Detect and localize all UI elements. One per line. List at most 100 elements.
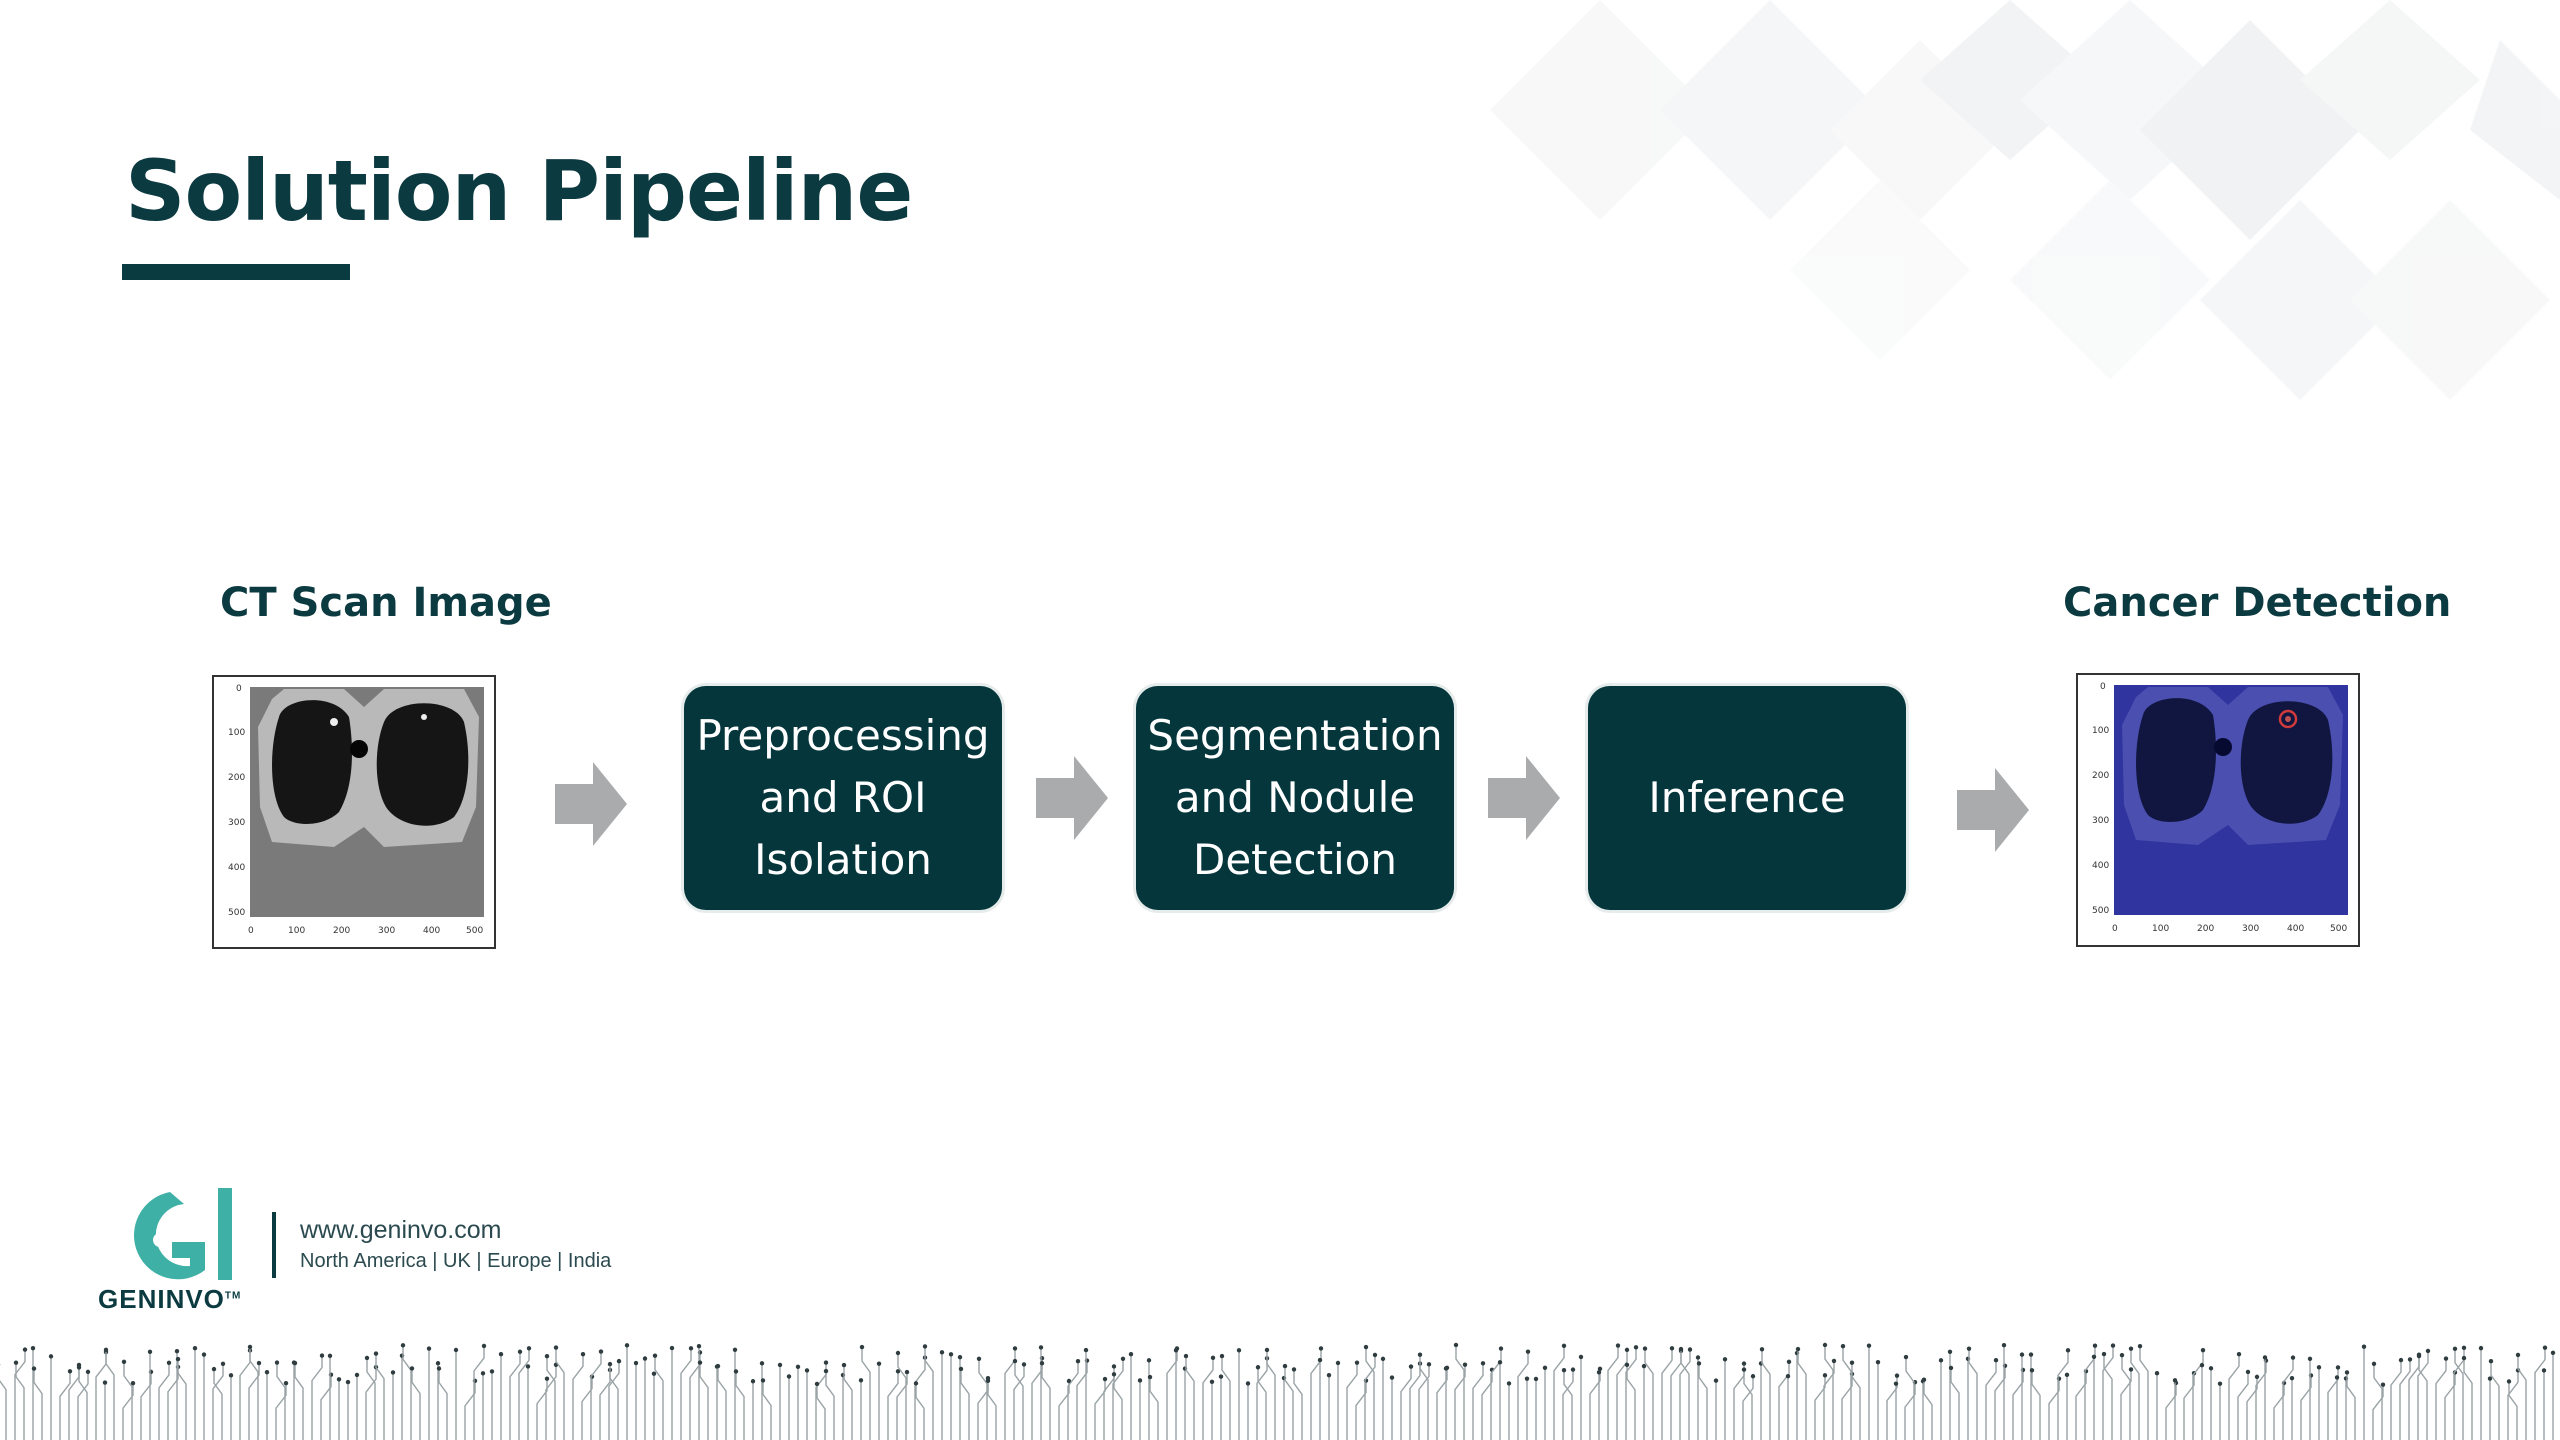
circuit-node (858, 1378, 864, 1383)
circuit-node (1524, 1376, 1530, 1381)
circuit-trace (2534, 1347, 2546, 1440)
circuit-node (2488, 1358, 2494, 1364)
circuit-node (1075, 1358, 1081, 1364)
circuit-node (525, 1364, 531, 1369)
circuit-node (364, 1355, 370, 1361)
detection-x-tick: 300 (2242, 924, 2259, 934)
circuit-node (1570, 1367, 1576, 1372)
circuit-node (607, 1361, 613, 1367)
circuit-node (435, 1361, 441, 1366)
circuit-trace (861, 1347, 871, 1440)
circuit-trace (825, 1371, 835, 1440)
ct-y-tick: 500 (228, 908, 245, 918)
circuit-trace (1365, 1347, 1375, 1440)
ct-x-ticks: 0 100 200 300 400 500 (248, 926, 483, 936)
circuit-node (1236, 1348, 1242, 1353)
circuit-trace (2103, 1354, 2113, 1440)
circuit-trace (2165, 1382, 2177, 1440)
circuit-node (895, 1369, 901, 1374)
circuit-trace (1517, 1351, 1529, 1440)
circuit-trace (509, 1351, 521, 1440)
circuit-node (489, 1369, 495, 1374)
circuit-trace (1589, 1368, 1601, 1440)
circuit-node (436, 1366, 442, 1371)
circuit-trace (411, 1368, 421, 1440)
circuit-trace (2075, 1371, 2087, 1440)
circuit-trace (1481, 1369, 1493, 1440)
circuit-node (390, 1370, 396, 1375)
circuit-node (409, 1366, 415, 1371)
detection-plot: 0 100 200 300 400 500 0 100 200 300 400 … (2092, 682, 2348, 934)
circuit-trace (140, 1371, 152, 1440)
circuit-node (948, 1352, 954, 1357)
circuit-node (2307, 1356, 2313, 1362)
circuit-node (1210, 1355, 1216, 1361)
circuit-node (1597, 1366, 1603, 1372)
circuit-node (1128, 1351, 1134, 1357)
circuit-node (2208, 1366, 2214, 1371)
circuit-trace (1823, 1360, 1835, 1440)
circuit-trace (1166, 1348, 1178, 1440)
circuit-trace (2418, 1356, 2428, 1440)
circuit-node (2416, 1353, 2422, 1359)
circuit-trace (896, 1372, 908, 1440)
circuit-node (166, 1360, 172, 1366)
circuit-trace (1797, 1349, 1807, 1440)
circuit-trace (122, 1383, 134, 1440)
circuit-node (48, 1354, 54, 1359)
circuit-node (1578, 1354, 1584, 1360)
circuit-node (1741, 1367, 1747, 1372)
circuit-node (2515, 1352, 2521, 1358)
website-link[interactable]: www.geninvo.com (300, 1216, 502, 1244)
circuit-node (1363, 1344, 1369, 1350)
circuit-trace (1985, 1360, 1997, 1440)
circuit-trace (1041, 1363, 1051, 1440)
output-label: Cancer Detection (2063, 580, 2452, 626)
circuit-node (1389, 1375, 1395, 1380)
circuit-trace (2183, 1373, 2195, 1440)
detection-y-tick: 0 (2100, 682, 2106, 692)
circuit-trace (2390, 1360, 2402, 1440)
circuit-node (1947, 1349, 1953, 1355)
circuit-trace (717, 1366, 727, 1440)
circuit-trace (1293, 1369, 1303, 1440)
circuit-trace (609, 1364, 619, 1440)
circuit-node (544, 1376, 550, 1381)
detection-y-tick: 400 (2092, 861, 2109, 871)
circuit-node (13, 1360, 19, 1365)
circuit-trace (1743, 1369, 1753, 1440)
circuit-trace (1616, 1349, 1628, 1440)
detection-x-tick: 100 (2152, 924, 2169, 934)
circuit-trace (555, 1347, 565, 1440)
circuit-trace (2417, 1350, 2429, 1440)
circuit-node (1408, 1364, 1414, 1369)
circuit-node (1417, 1352, 1423, 1357)
circuit-node (426, 1346, 432, 1351)
circuit-node (85, 1369, 91, 1375)
circuit-node (1678, 1346, 1684, 1352)
circuit-node (264, 1370, 270, 1375)
circuit-node (2478, 1345, 2484, 1351)
circuit-trace (1257, 1367, 1267, 1440)
circuit-trace (1968, 1348, 1978, 1440)
circuit-trace (572, 1354, 584, 1440)
circuit-node (1615, 1343, 1621, 1348)
circuit-trace (375, 1353, 385, 1440)
ct-y-ticks: 0 100 200 300 400 500 (228, 684, 245, 918)
circuit-node (688, 1346, 694, 1351)
circuit-node (228, 1373, 234, 1378)
circuit-node (481, 1343, 487, 1349)
circuit-node (2217, 1381, 2223, 1386)
circuit-node (1354, 1360, 1360, 1365)
ct-scan-plot: 0 100 200 300 400 500 0 100 200 300 400 … (228, 684, 484, 936)
circuit-node (1921, 1377, 1927, 1382)
circuit-trace (1607, 1345, 1619, 1440)
detection-x-tick: 500 (2330, 924, 2347, 934)
circuit-node (103, 1347, 109, 1353)
circuit-trace (2453, 1347, 2465, 1440)
circuit-trace (59, 1371, 71, 1440)
circuit-node (913, 1381, 919, 1386)
circuit-trace (1202, 1357, 1214, 1440)
circuit-trace (123, 1361, 133, 1440)
circuit-trace (1553, 1345, 1565, 1440)
